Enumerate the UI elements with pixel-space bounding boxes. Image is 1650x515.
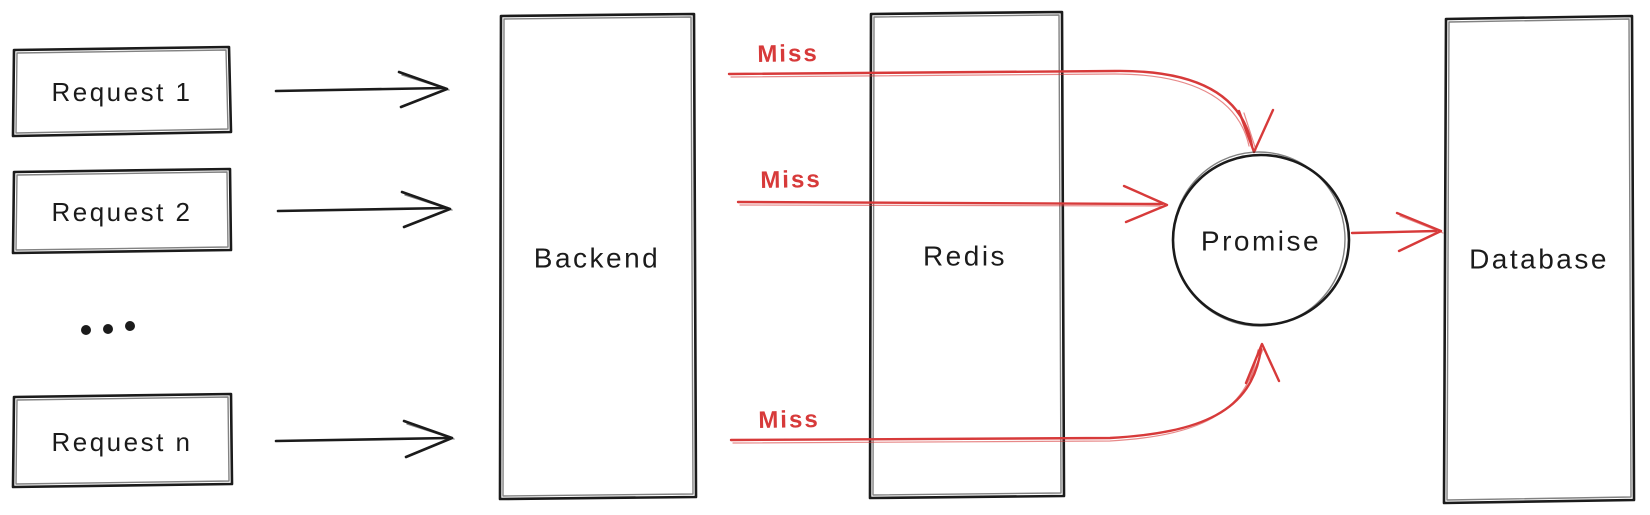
node-request-2-label: Request 2 <box>51 197 192 227</box>
node-promise: Promise <box>1171 151 1351 327</box>
edge-miss-middle-label: Miss <box>760 166 822 194</box>
node-backend: Backend <box>498 12 698 501</box>
arrow-request-2-to-backend <box>276 190 453 229</box>
arrow-promise-to-database <box>1350 211 1444 253</box>
node-redis: Redis <box>868 10 1066 500</box>
edge-miss-bottom-label: Miss <box>758 406 820 434</box>
node-database: Database <box>1442 14 1636 505</box>
node-backend-label: Backend <box>534 243 660 274</box>
node-request-1-label: Request 1 <box>51 77 192 107</box>
arrow-miss-top: Miss <box>727 40 1275 154</box>
arrow-request-n-to-backend <box>274 419 455 459</box>
arrow-request-1-to-backend <box>274 70 450 109</box>
node-redis-label: Redis <box>923 241 1007 272</box>
node-request-n: Request n <box>11 392 234 489</box>
node-request-n-label: Request n <box>51 427 192 457</box>
arrow-miss-middle: Miss <box>736 166 1169 224</box>
edge-miss-top-label: Miss <box>757 40 819 68</box>
ellipsis-dots <box>81 321 135 335</box>
node-database-label: Database <box>1469 244 1609 275</box>
node-promise-label: Promise <box>1201 226 1321 257</box>
arrow-miss-bottom: Miss <box>729 342 1281 444</box>
node-request-1: Request 1 <box>11 45 233 138</box>
node-request-2: Request 2 <box>11 167 233 255</box>
